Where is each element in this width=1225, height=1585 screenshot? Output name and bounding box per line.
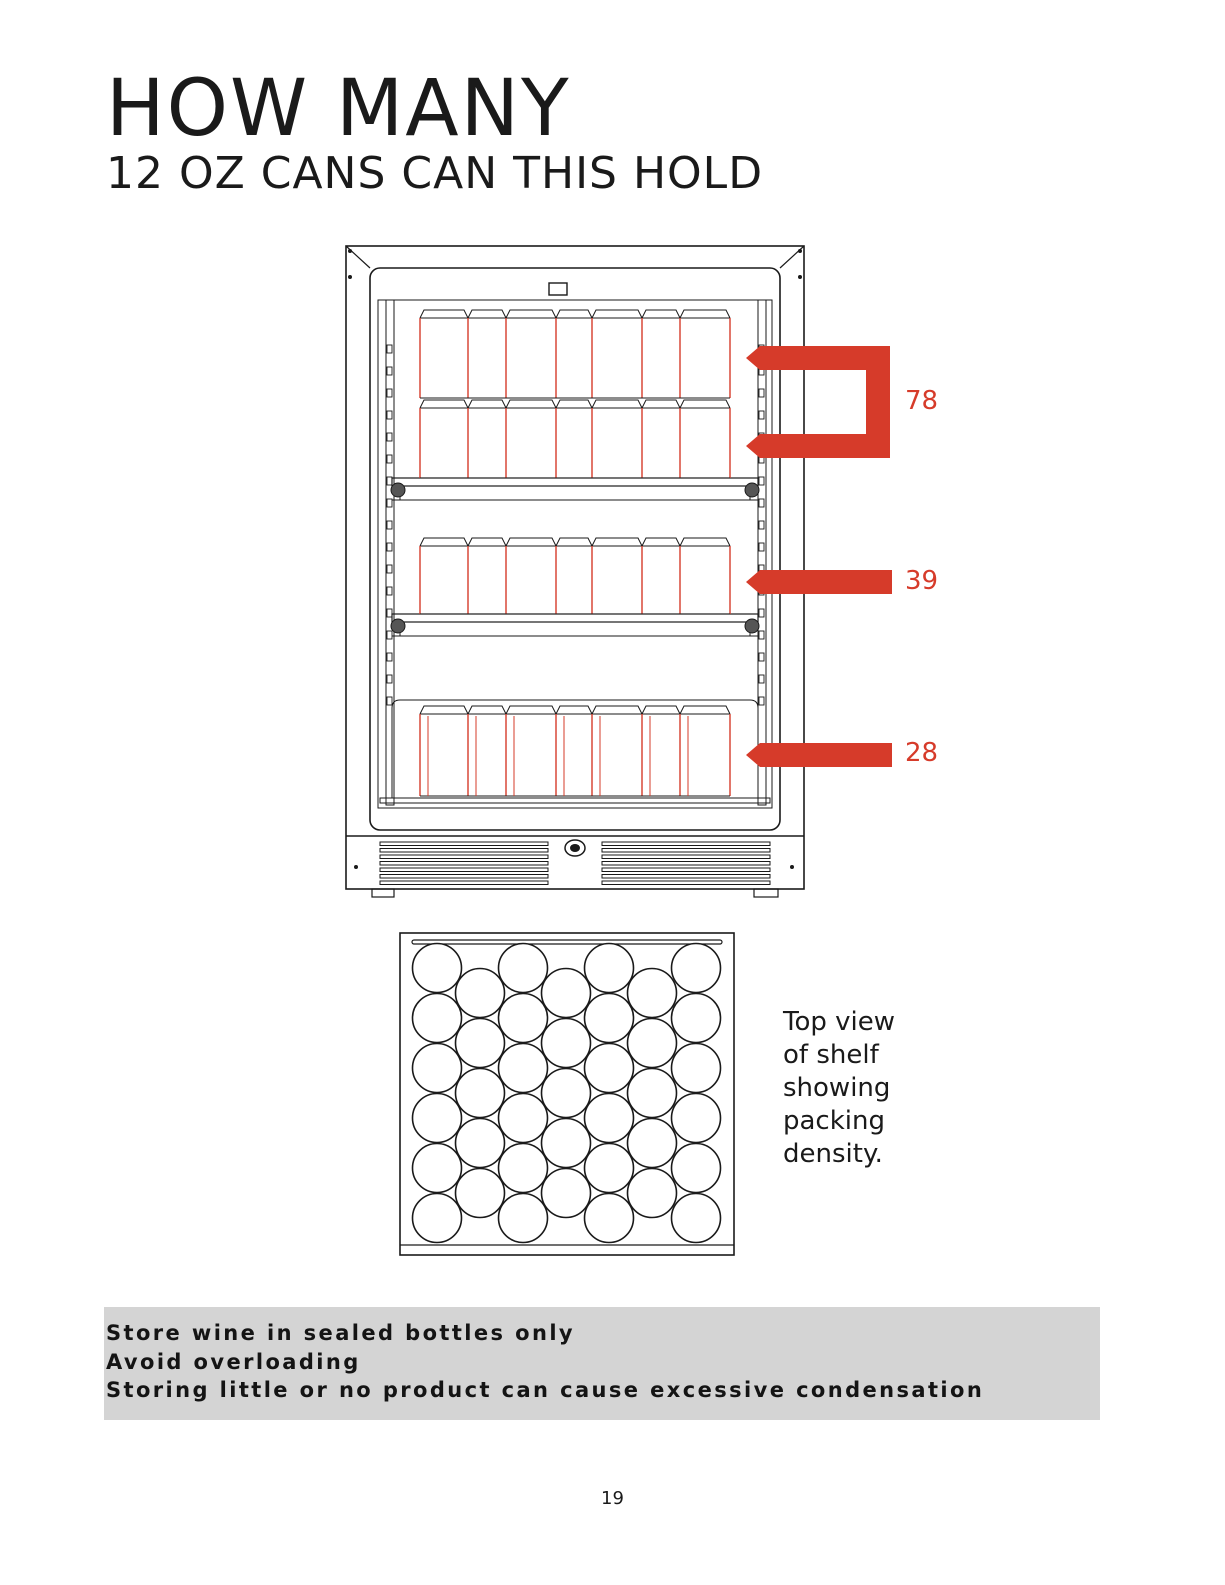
can-top [585,1094,634,1143]
can-top [456,1069,505,1118]
can-top [672,1044,721,1093]
can-top [413,1094,462,1143]
caption-line: density. [783,1138,963,1171]
can-top [672,1144,721,1193]
caption-line: Top view [783,1006,963,1039]
caption-line: showing [783,1072,963,1105]
can-top [499,1144,548,1193]
shelf-top-view-diagram [0,0,1225,1270]
can-top [413,1144,462,1193]
can-top [585,1144,634,1193]
can-top [542,1069,591,1118]
can-top [456,969,505,1018]
can-top [413,1044,462,1093]
can-top [413,944,462,993]
can-top [456,1119,505,1168]
can-top [456,1169,505,1218]
can-top [585,1194,634,1243]
can-top [672,944,721,993]
page-number: 19 [0,1488,1225,1509]
can-top [628,969,677,1018]
can-top [628,1119,677,1168]
can-top [542,1169,591,1218]
can-top [499,1044,548,1093]
note-line: Store wine in sealed bottles only [106,1319,1100,1348]
can-top [628,1019,677,1068]
can-top [672,1194,721,1243]
can-top [542,1119,591,1168]
can-top [628,1069,677,1118]
can-top [628,1169,677,1218]
can-top [499,994,548,1043]
can-top [413,994,462,1043]
can-top [499,1094,548,1143]
can-top [499,944,548,993]
can-top [672,1094,721,1143]
note-line: Storing little or no product can cause e… [106,1376,1100,1405]
caption-line: packing [783,1105,963,1138]
top-view-caption: Top view of shelf showing packing densit… [783,1006,963,1171]
note-line: Avoid overloading [106,1348,1100,1377]
shelf-back-rail [412,940,722,944]
can-top [413,1194,462,1243]
can-top [585,1044,634,1093]
can-top [585,944,634,993]
can-top [585,994,634,1043]
notes-panel: Store wine in sealed bottles only Avoid … [104,1307,1100,1420]
caption-line: of shelf [783,1039,963,1072]
can-top [542,969,591,1018]
can-top [456,1019,505,1068]
can-top [672,994,721,1043]
can-top [499,1194,548,1243]
can-top [542,1019,591,1068]
